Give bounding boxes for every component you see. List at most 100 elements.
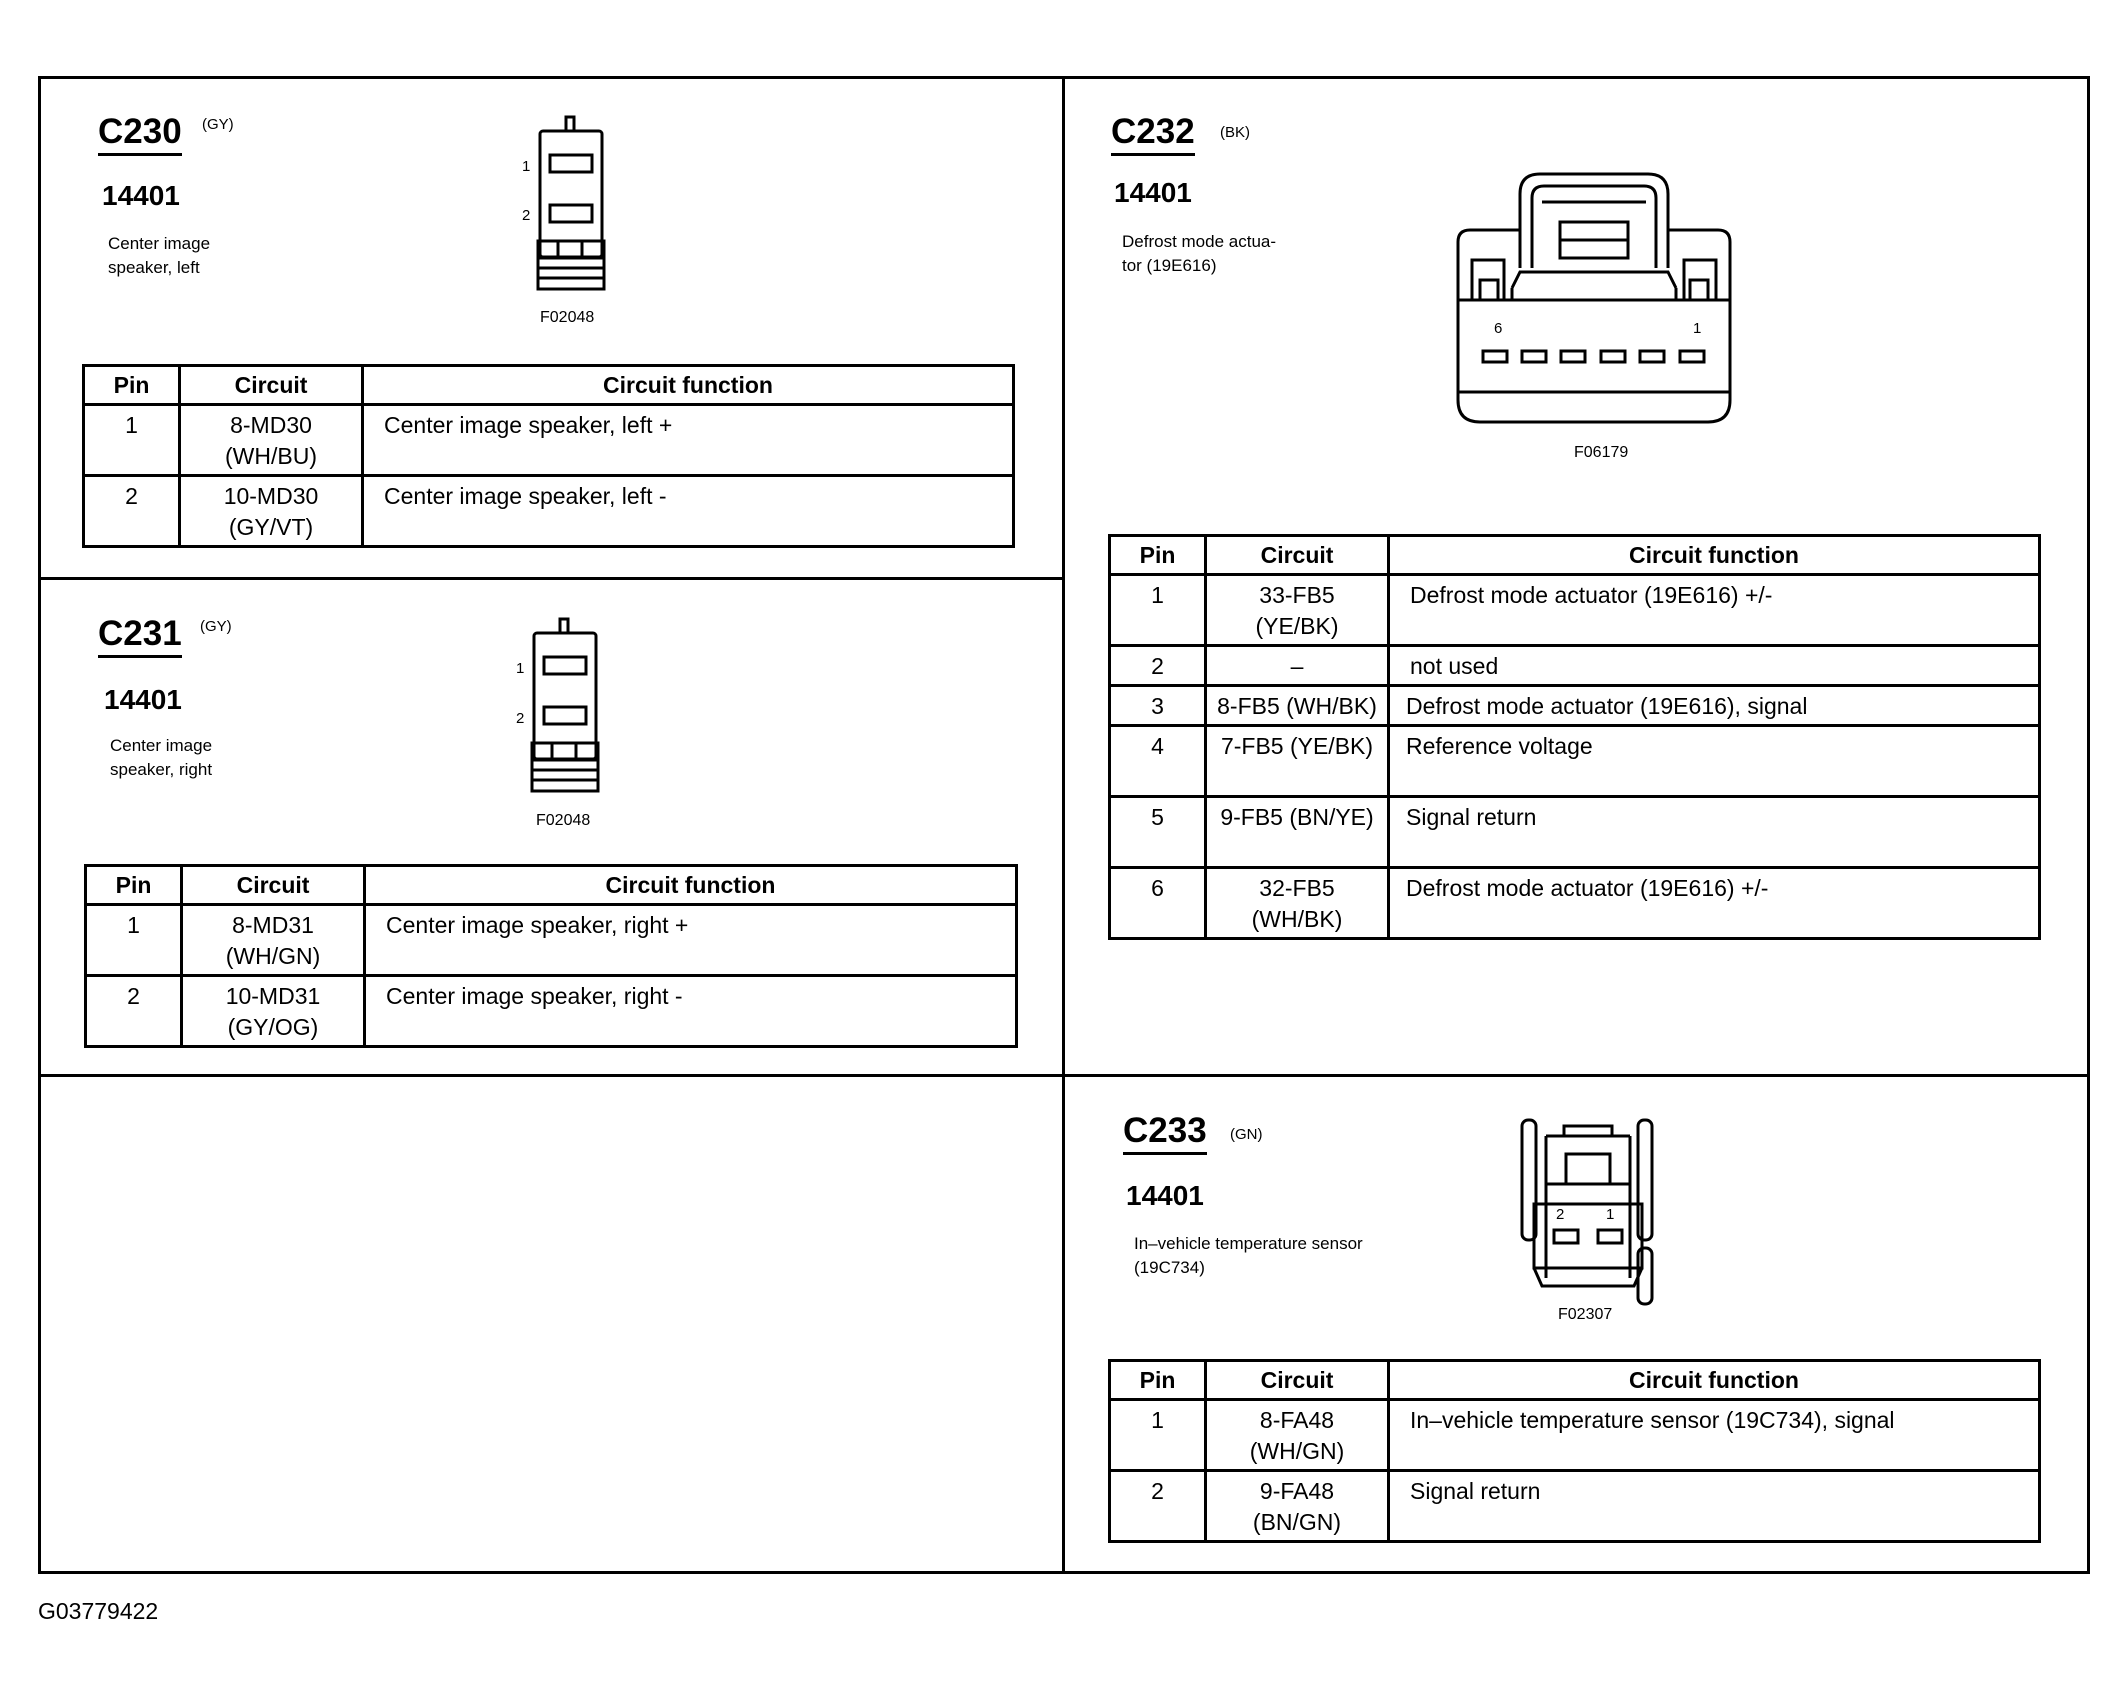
table-row: 2 – not used: [1108, 644, 2041, 687]
circuit-cell: 8-MD30 (WH/BU): [178, 403, 364, 477]
table-row: 2 10-MD30 (GY/VT) Center image speaker, …: [82, 474, 1015, 548]
pin-label: 1: [516, 660, 525, 677]
circuit-cell: 8-MD31 (WH/GN): [180, 903, 366, 977]
connector-description: In–vehicle temperature sensor (19C734): [1134, 1234, 1363, 1277]
connector-id: C231: [98, 614, 182, 658]
pin-label: 1: [1606, 1206, 1615, 1223]
connector-description: Center image speaker, right: [110, 736, 213, 779]
pin-label: 1: [522, 158, 531, 175]
figure-id: F06179: [1574, 444, 1629, 461]
part-number: 14401: [104, 684, 182, 715]
pin-label: 2: [516, 710, 525, 727]
connector-color: (BK): [1220, 124, 1250, 141]
connector-color: (GY): [202, 116, 234, 133]
table-row: 5 9-FB5 (BN/YE) Signal return: [1108, 795, 2041, 869]
pin-label: 6: [1494, 320, 1503, 337]
table-row: 2 9-FA48 (BN/GN) Signal return: [1108, 1469, 2041, 1543]
table-row: 6 32-FB5 (WH/BK) Defrost mode actuator (…: [1108, 866, 2041, 940]
connector-id: C232: [1111, 112, 1195, 156]
pin-label: 1: [1693, 320, 1702, 337]
center-divider: [1062, 76, 1065, 1574]
pin-label: 2: [522, 207, 531, 224]
connector-c232-diagram: [1456, 172, 1732, 424]
part-number: 14401: [1114, 177, 1192, 208]
header-pin: Pin: [84, 864, 183, 906]
table-row: 4 7-FB5 (YE/BK) Reference voltage: [1108, 724, 2041, 798]
connector-description: Center image speaker, left: [108, 234, 211, 277]
header-circuit: Circuit: [180, 864, 366, 906]
function-cell: Defrost mode actuator (19E616) +/-: [1387, 866, 2041, 940]
function-cell: Defrost mode actuator (19E616) +/-: [1387, 573, 2041, 647]
circuit-cell: 10-MD31 (GY/OG): [180, 974, 366, 1048]
connector-c233-diagram: [1520, 1118, 1654, 1306]
pin-cell: 1: [84, 903, 183, 977]
left-divider-1: [38, 577, 1064, 580]
pinout-table: Pin Circuit Circuit function 1 33-FB5 (Y…: [1108, 534, 2041, 940]
table-row: 2 10-MD31 (GY/OG) Center image speaker, …: [84, 974, 1018, 1048]
pin-cell: 4: [1108, 724, 1207, 798]
function-cell: Center image speaker, left +: [361, 403, 1015, 477]
circuit-cell: 10-MD30 (GY/VT): [178, 474, 364, 548]
connector-c230-diagram: [536, 115, 606, 291]
function-cell: In–vehicle temperature sensor (19C734), …: [1387, 1398, 2041, 1472]
figure-id: F02048: [540, 309, 595, 326]
table-row: 1 8-MD31 (WH/GN) Center image speaker, r…: [84, 903, 1018, 977]
table-row: 1 8-FA48 (WH/GN) In–vehicle temperature …: [1108, 1398, 2041, 1472]
function-cell: Center image speaker, right +: [363, 903, 1018, 977]
function-cell: not used: [1387, 644, 2041, 687]
document-id: G03779422: [38, 1598, 159, 1624]
middle-divider: [38, 1074, 2090, 1077]
pin-cell: 2: [82, 474, 181, 548]
pin-label: 2: [1556, 1206, 1565, 1223]
circuit-cell: 33-FB5 (YE/BK): [1204, 573, 1390, 647]
table-row: 1 33-FB5 (YE/BK) Defrost mode actuator (…: [1108, 573, 2041, 647]
circuit-cell: 8-FA48 (WH/GN): [1204, 1398, 1390, 1472]
header-pin: Pin: [82, 364, 181, 406]
function-cell: Center image speaker, left -: [361, 474, 1015, 548]
circuit-cell: 7-FB5 (YE/BK): [1204, 724, 1390, 798]
pinout-table: Pin Circuit Circuit function 1 8-FA48 (W…: [1108, 1359, 2041, 1543]
pin-cell: 1: [1108, 573, 1207, 647]
header-circuit: Circuit: [1204, 1359, 1390, 1401]
pin-cell: 2: [1108, 644, 1207, 687]
function-cell: Defrost mode actuator (19E616), signal: [1387, 684, 2041, 727]
circuit-cell: 9-FA48 (BN/GN): [1204, 1469, 1390, 1543]
pin-cell: 1: [82, 403, 181, 477]
pinout-table: Pin Circuit Circuit function 1 8-MD30 (W…: [82, 364, 1015, 548]
function-cell: Signal return: [1387, 1469, 2041, 1543]
function-cell: Signal return: [1387, 795, 2041, 869]
header-function: Circuit function: [361, 364, 1015, 406]
connector-color: (GY): [200, 618, 232, 635]
pin-cell: 2: [1108, 1469, 1207, 1543]
pin-cell: 5: [1108, 795, 1207, 869]
circuit-cell: 32-FB5 (WH/BK): [1204, 866, 1390, 940]
header-function: Circuit function: [1387, 1359, 2041, 1401]
figure-id: F02307: [1558, 1306, 1613, 1323]
function-cell: Center image speaker, right -: [363, 974, 1018, 1048]
connector-id: C230: [98, 112, 182, 156]
pinout-table: Pin Circuit Circuit function 1 8-MD31 (W…: [84, 864, 1018, 1048]
pin-cell: 1: [1108, 1398, 1207, 1472]
figure-id: F02048: [536, 812, 591, 829]
function-cell: Reference voltage: [1387, 724, 2041, 798]
part-number: 14401: [102, 180, 180, 211]
table-row: 3 8-FB5 (WH/BK) Defrost mode actuator (1…: [1108, 684, 2041, 727]
header-pin: Pin: [1108, 534, 1207, 576]
connector-c231-diagram: [530, 617, 600, 793]
header-function: Circuit function: [363, 864, 1018, 906]
circuit-cell: 8-FB5 (WH/BK): [1204, 684, 1390, 727]
circuit-cell: –: [1204, 644, 1390, 687]
header-circuit: Circuit: [1204, 534, 1390, 576]
part-number: 14401: [1126, 1180, 1204, 1211]
header-circuit: Circuit: [178, 364, 364, 406]
pin-cell: 3: [1108, 684, 1207, 727]
pin-cell: 2: [84, 974, 183, 1048]
pin-cell: 6: [1108, 866, 1207, 940]
header-function: Circuit function: [1387, 534, 2041, 576]
header-pin: Pin: [1108, 1359, 1207, 1401]
connector-color: (GN): [1230, 1126, 1263, 1143]
connector-id: C233: [1123, 1111, 1207, 1155]
circuit-cell: 9-FB5 (BN/YE): [1204, 795, 1390, 869]
connector-description: Defrost mode actua- tor (19E616): [1122, 232, 1277, 275]
table-row: 1 8-MD30 (WH/BU) Center image speaker, l…: [82, 403, 1015, 477]
